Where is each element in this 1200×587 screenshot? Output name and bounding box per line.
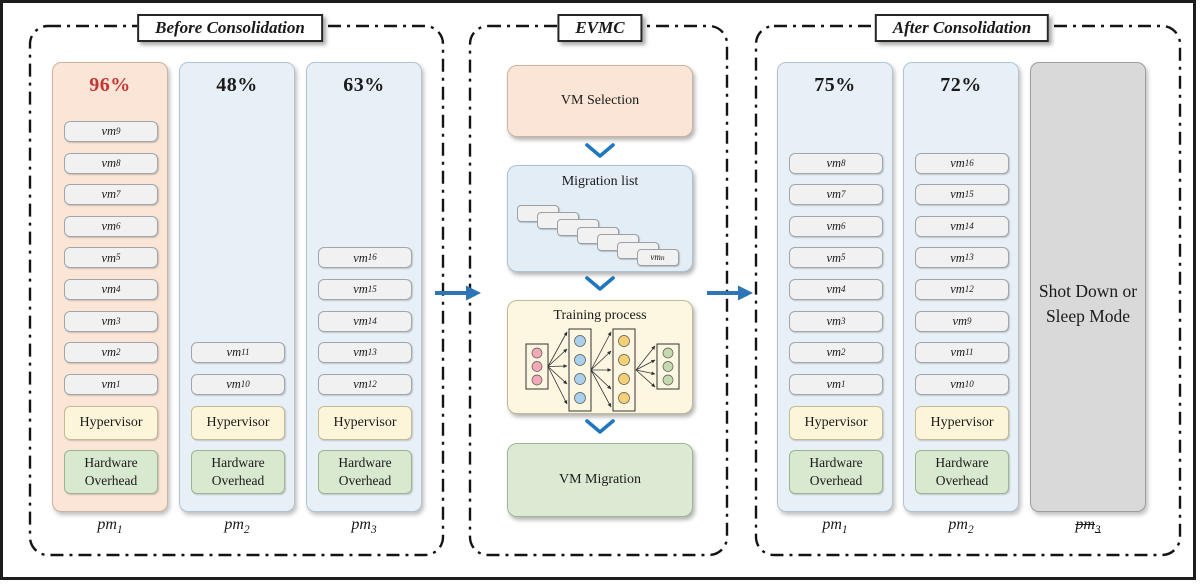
chevron-down-icon	[585, 276, 615, 291]
pm-label: pm2	[224, 516, 250, 537]
right-arrow-icon	[435, 285, 481, 301]
pm-label: pm3	[1075, 516, 1101, 537]
evmc-step-vm-migration: VM Migration	[507, 443, 693, 517]
right-arrow-icon	[707, 285, 753, 301]
panel-title-evmc: EVMC	[557, 14, 643, 42]
step-label: VM Selection	[560, 93, 640, 108]
hypervisor-box: Hypervisor	[789, 406, 883, 440]
utilization-percent: 63%	[343, 74, 385, 96]
utilization-percent: 48%	[216, 74, 258, 96]
hardware-overhead-box: Hardware Overhead	[789, 450, 883, 494]
hypervisor-box: Hypervisor	[915, 406, 1009, 440]
hardware-overhead-box: Hardware Overhead	[191, 450, 285, 494]
hardware-overhead-box: Hardware Overhead	[318, 450, 412, 494]
hardware-overhead-box: Hardware Overhead	[915, 450, 1009, 494]
pm-label: pm1	[97, 516, 123, 537]
hypervisor-box: Hypervisor	[191, 406, 285, 440]
neural-network-icon	[525, 328, 680, 412]
shot-down-label: Shot Down or Sleep Mode	[1038, 280, 1138, 326]
hypervisor-box: Hypervisor	[64, 406, 158, 440]
chevron-down-icon	[585, 143, 615, 158]
panel-title-after: After Consolidation	[874, 14, 1050, 42]
panel-title-before: Before Consolidation	[137, 14, 323, 42]
pm-label: pm1	[822, 516, 848, 537]
pm-label: pm3	[351, 516, 377, 537]
pm-column: Shot Down or Sleep Mode	[1030, 62, 1146, 512]
utilization-percent: 96%	[89, 74, 131, 96]
hypervisor-box: Hypervisor	[318, 406, 412, 440]
evmc-step-vm-selection: VM Selection	[507, 65, 693, 137]
evmc-step-training-process: Training process	[507, 300, 693, 414]
step-label: Migration list	[561, 174, 639, 189]
chevron-down-icon	[585, 419, 615, 434]
step-label: VM Migration	[558, 472, 642, 487]
panel-after-border	[754, 24, 1182, 557]
hardware-overhead-box: Hardware Overhead	[64, 450, 158, 494]
step-label: Training process	[553, 308, 647, 323]
utilization-percent: 72%	[940, 74, 982, 96]
utilization-percent: 75%	[814, 74, 856, 96]
pm-label: pm2	[948, 516, 974, 537]
